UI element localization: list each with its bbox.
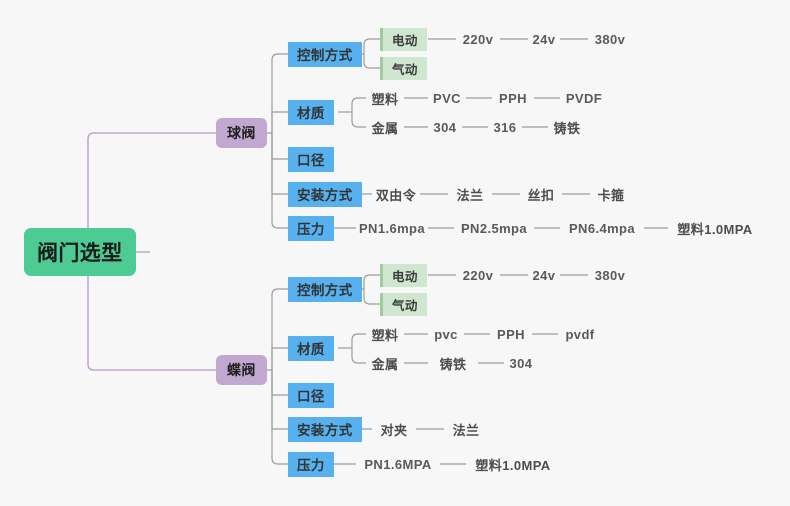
leaf-ball-install-3[interactable]: 丝扣 [527, 187, 555, 203]
leaf-ball-install-4[interactable]: 卡箍 [597, 187, 625, 203]
leaf-ball-pressure-4[interactable]: 塑料1.0MPA [677, 221, 753, 237]
topic-ball-control[interactable]: 控制方式 [288, 41, 362, 67]
leaf-ball-pressure-2[interactable]: PN2.5mpa [460, 220, 528, 236]
subtopic-butterfly-material-metal[interactable]: 金属 [371, 356, 399, 372]
topic-butterfly-material[interactable]: 材质 [288, 335, 334, 361]
leaf-ball-pressure-3[interactable]: PN6.4mpa [568, 220, 636, 236]
leaf-butterfly-metal-castiron[interactable]: 铸铁 [439, 356, 467, 372]
leaf-ball-metal-316[interactable]: 316 [493, 119, 517, 135]
topic-butterfly-caliber[interactable]: 口径 [288, 382, 334, 408]
subtopic-ball-control-pneumatic[interactable]: 气动 [380, 56, 427, 80]
subtopic-ball-control-electric[interactable]: 电动 [380, 27, 427, 51]
subtopic-ball-material-metal[interactable]: 金属 [371, 120, 399, 136]
leaf-butterfly-electric-380v[interactable]: 380v [594, 267, 626, 283]
leaf-butterfly-electric-24v[interactable]: 24v [532, 267, 556, 283]
subtopic-butterfly-control-pneumatic[interactable]: 气动 [380, 292, 427, 316]
topic-butterfly-pressure[interactable]: 压力 [288, 451, 334, 477]
leaf-butterfly-install-2[interactable]: 法兰 [452, 422, 480, 438]
topic-ball-caliber[interactable]: 口径 [288, 146, 334, 172]
topic-butterfly-control[interactable]: 控制方式 [288, 276, 362, 302]
branch-node-butterfly[interactable]: 蝶阀 [216, 355, 267, 385]
root-node[interactable]: 阀门选型 [24, 228, 136, 276]
leaf-ball-plastic-pph[interactable]: PPH [499, 90, 527, 106]
leaf-ball-electric-220v[interactable]: 220v [462, 31, 494, 47]
leaf-ball-plastic-pvc[interactable]: PVC [433, 90, 461, 106]
branch-node-ball[interactable]: 球阀 [216, 118, 267, 148]
leaf-butterfly-pressure-1[interactable]: PN1.6MPA [364, 456, 432, 472]
topic-ball-material[interactable]: 材质 [288, 99, 334, 125]
subtopic-ball-material-plastic[interactable]: 塑料 [371, 91, 399, 107]
leaf-ball-electric-380v[interactable]: 380v [594, 31, 626, 47]
leaf-butterfly-install-1[interactable]: 对夹 [380, 422, 408, 438]
leaf-ball-pressure-1[interactable]: PN1.6mpa [358, 220, 426, 236]
leaf-butterfly-electric-220v[interactable]: 220v [462, 267, 494, 283]
leaf-butterfly-plastic-pvdf[interactable]: pvdf [565, 326, 595, 342]
leaf-ball-install-1[interactable]: 双由令 [375, 187, 417, 203]
subtopic-butterfly-material-plastic[interactable]: 塑料 [371, 327, 399, 343]
leaf-ball-metal-castiron[interactable]: 铸铁 [553, 120, 581, 136]
leaf-ball-metal-304[interactable]: 304 [433, 119, 457, 135]
leaf-ball-electric-24v[interactable]: 24v [532, 31, 556, 47]
subtopic-butterfly-control-electric[interactable]: 电动 [380, 263, 427, 287]
leaf-butterfly-plastic-pvc[interactable]: pvc [434, 326, 458, 342]
topic-ball-pressure[interactable]: 压力 [288, 215, 334, 241]
topic-butterfly-install[interactable]: 安装方式 [288, 416, 362, 442]
leaf-butterfly-pressure-2[interactable]: 塑料1.0MPA [475, 457, 551, 473]
leaf-ball-plastic-pvdf[interactable]: PVDF [565, 90, 603, 106]
topic-ball-install[interactable]: 安装方式 [288, 181, 362, 207]
leaf-ball-install-2[interactable]: 法兰 [456, 187, 484, 203]
leaf-butterfly-plastic-pph[interactable]: PPH [497, 326, 525, 342]
leaf-butterfly-metal-304[interactable]: 304 [509, 355, 533, 371]
